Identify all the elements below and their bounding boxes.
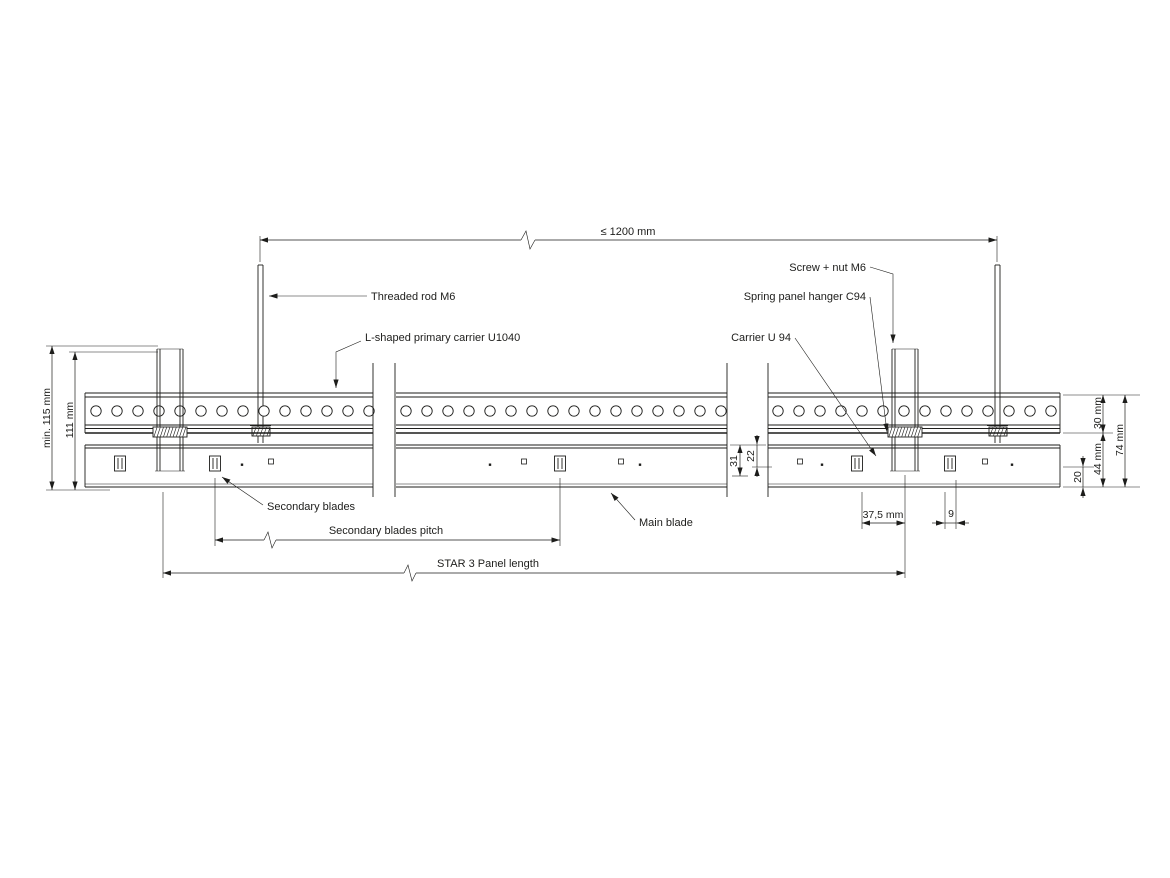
secondary-blades-label: Secondary blades: [267, 501, 356, 513]
primary-carrier: [84, 392, 1061, 434]
blade-dot: [820, 463, 824, 466]
spring-hanger-left: [152, 348, 188, 472]
main-blade-label: Main blade: [639, 517, 693, 529]
spring-hanger-right: [887, 348, 923, 472]
threaded-rod-left: [250, 264, 271, 443]
secondary-blade-clip: [554, 455, 566, 472]
gap-dimensions: 31 22: [728, 435, 772, 477]
main-blade-panel: [84, 444, 1061, 488]
blade-perforation: [618, 458, 624, 465]
secondary-blade-clip: [114, 455, 126, 472]
primary-carrier-label: L-shaped primary carrier U1040: [365, 332, 520, 344]
blade-perforation: [797, 458, 803, 465]
dim-37-5: 37,5 mm: [863, 509, 904, 521]
dim-44: 44 mm: [1092, 443, 1104, 475]
secondary-blades-pitch-label: Secondary blades pitch: [329, 525, 443, 537]
carrier-perforations-b: [400, 405, 727, 417]
blade-dot: [1010, 463, 1014, 466]
blade-perforation: [521, 458, 527, 465]
blade-perforation: [982, 458, 988, 465]
blade-dot: [488, 463, 492, 466]
clip-width-dimension: 9: [932, 480, 969, 529]
dim-30: 30 mm: [1092, 397, 1104, 429]
callouts: Threaded rod M6 L-shaped primary carrier…: [221, 262, 896, 529]
hanger-bracket-hatch-left: [153, 427, 187, 437]
carrier-perforations-c: [772, 405, 1057, 417]
panel-length-label: STAR 3 Panel length: [437, 558, 539, 570]
blade-perforation: [268, 458, 274, 465]
hanger-offset-dimension: 37,5 mm: [861, 475, 906, 578]
hanger-bracket-hatch-right: [888, 427, 922, 437]
secondary-blade-clip: [209, 455, 221, 472]
dimension-span-1200: ≤ 1200 mm: [259, 226, 998, 262]
dim-min-115: min. 115 mm: [41, 388, 53, 448]
dim-31: 31: [728, 455, 740, 467]
screw-nut-label: Screw + nut M6: [789, 262, 866, 274]
threaded-rod-right: [987, 264, 1008, 443]
threaded-rod-label: Threaded rod M6: [371, 291, 455, 303]
secondary-blade-clip: [851, 455, 863, 472]
dim-20: 20: [1072, 471, 1084, 483]
dim-22: 22: [745, 450, 757, 462]
left-dimensions: min. 115 mm 111 mm: [41, 345, 158, 491]
secondary-blades-pitch-dimension: Secondary blades pitch: [214, 478, 561, 549]
dim-74: 74 mm: [1114, 424, 1126, 456]
spring-hanger-label: Spring panel hanger C94: [744, 291, 866, 303]
carrier-perforations-a: [90, 405, 375, 417]
break-lines: [372, 363, 769, 497]
blade-dot: [638, 463, 642, 466]
secondary-blade-clip: [944, 455, 956, 472]
right-dimensions: 30 mm 44 mm 74 mm 20: [1063, 394, 1140, 498]
panel-length-dimension: STAR 3 Panel length: [162, 492, 905, 582]
span-1200-label: ≤ 1200 mm: [601, 226, 656, 238]
blade-dot: [240, 463, 244, 466]
dim-9: 9: [948, 508, 954, 520]
carrier-u94-label: Carrier U 94: [731, 332, 791, 344]
dim-111: 111 mm: [64, 402, 76, 439]
